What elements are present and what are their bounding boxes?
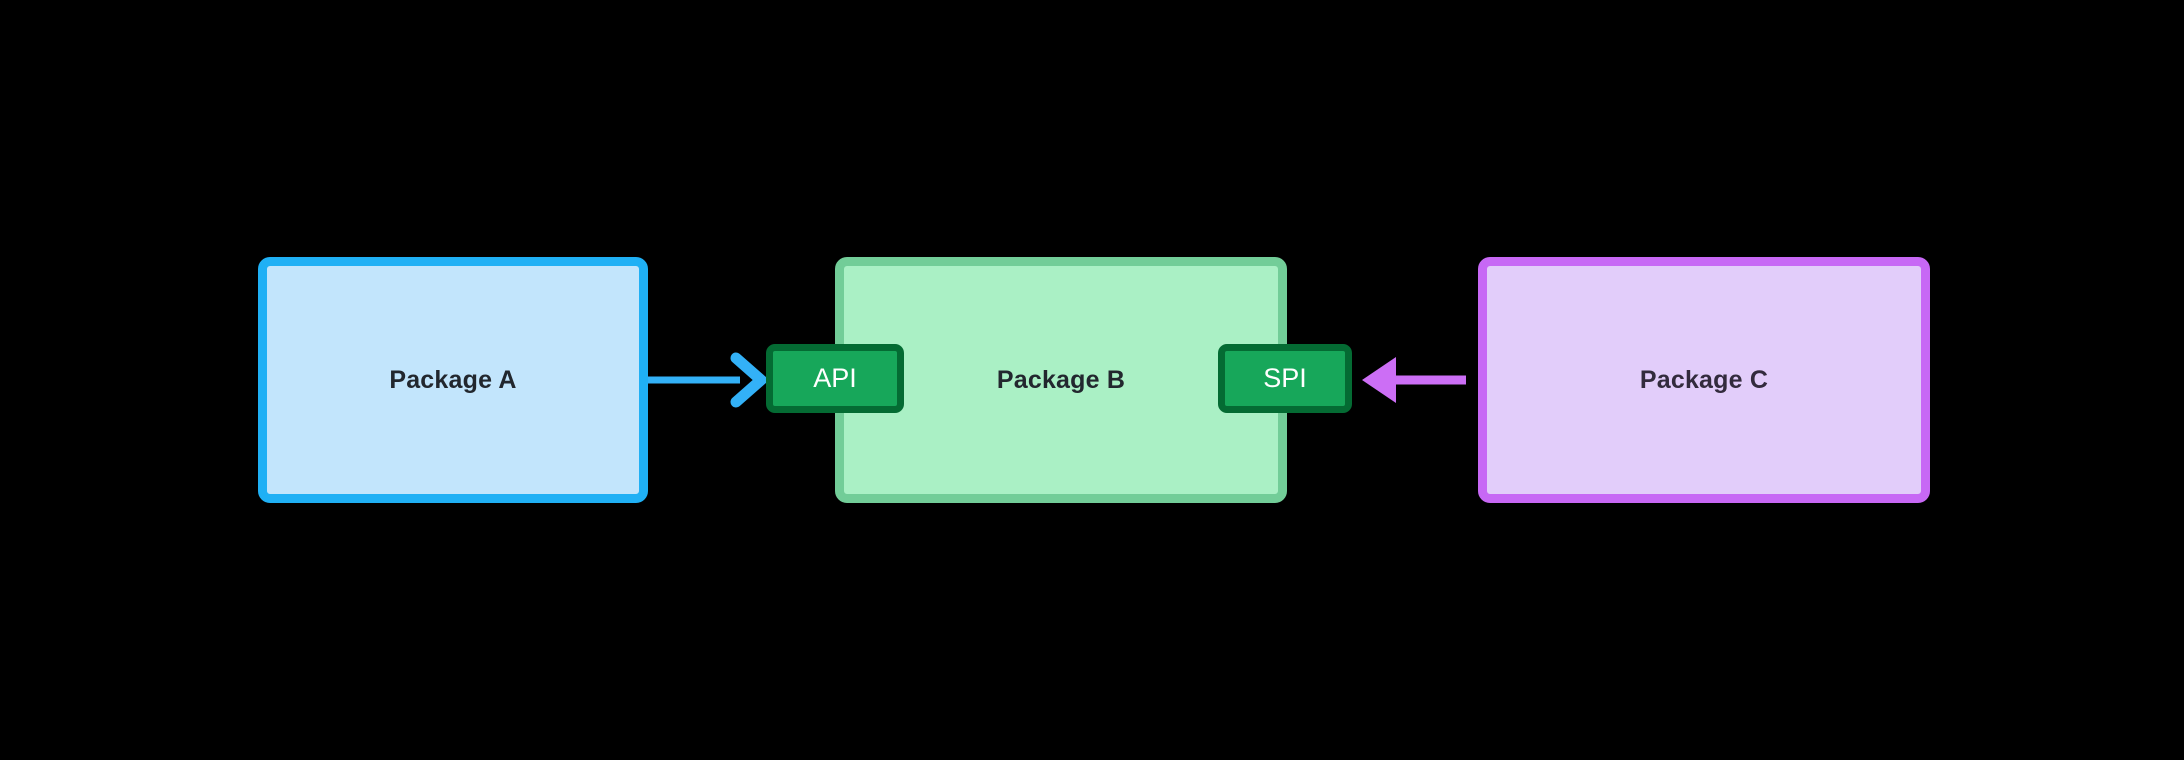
edge-package-a-to-api [648, 352, 770, 408]
arrowhead-open-chevron-right-icon [730, 352, 770, 408]
package-node-a[interactable]: Package A [258, 257, 648, 503]
interface-badge-api-label: API [813, 363, 857, 393]
interface-badge-spi-label: SPI [1263, 363, 1307, 393]
edge-package-c-to-spi [1362, 357, 1466, 403]
package-b-label: Package B [996, 365, 1126, 394]
package-a-label: Package A [389, 365, 517, 394]
package-node-c[interactable]: Package C [1478, 257, 1930, 503]
interface-badge-api[interactable]: API [766, 344, 904, 413]
arrowhead-filled-triangle-left-icon [1362, 357, 1396, 403]
package-c-label: Package C [1639, 365, 1769, 394]
interface-badge-spi[interactable]: SPI [1218, 344, 1352, 413]
